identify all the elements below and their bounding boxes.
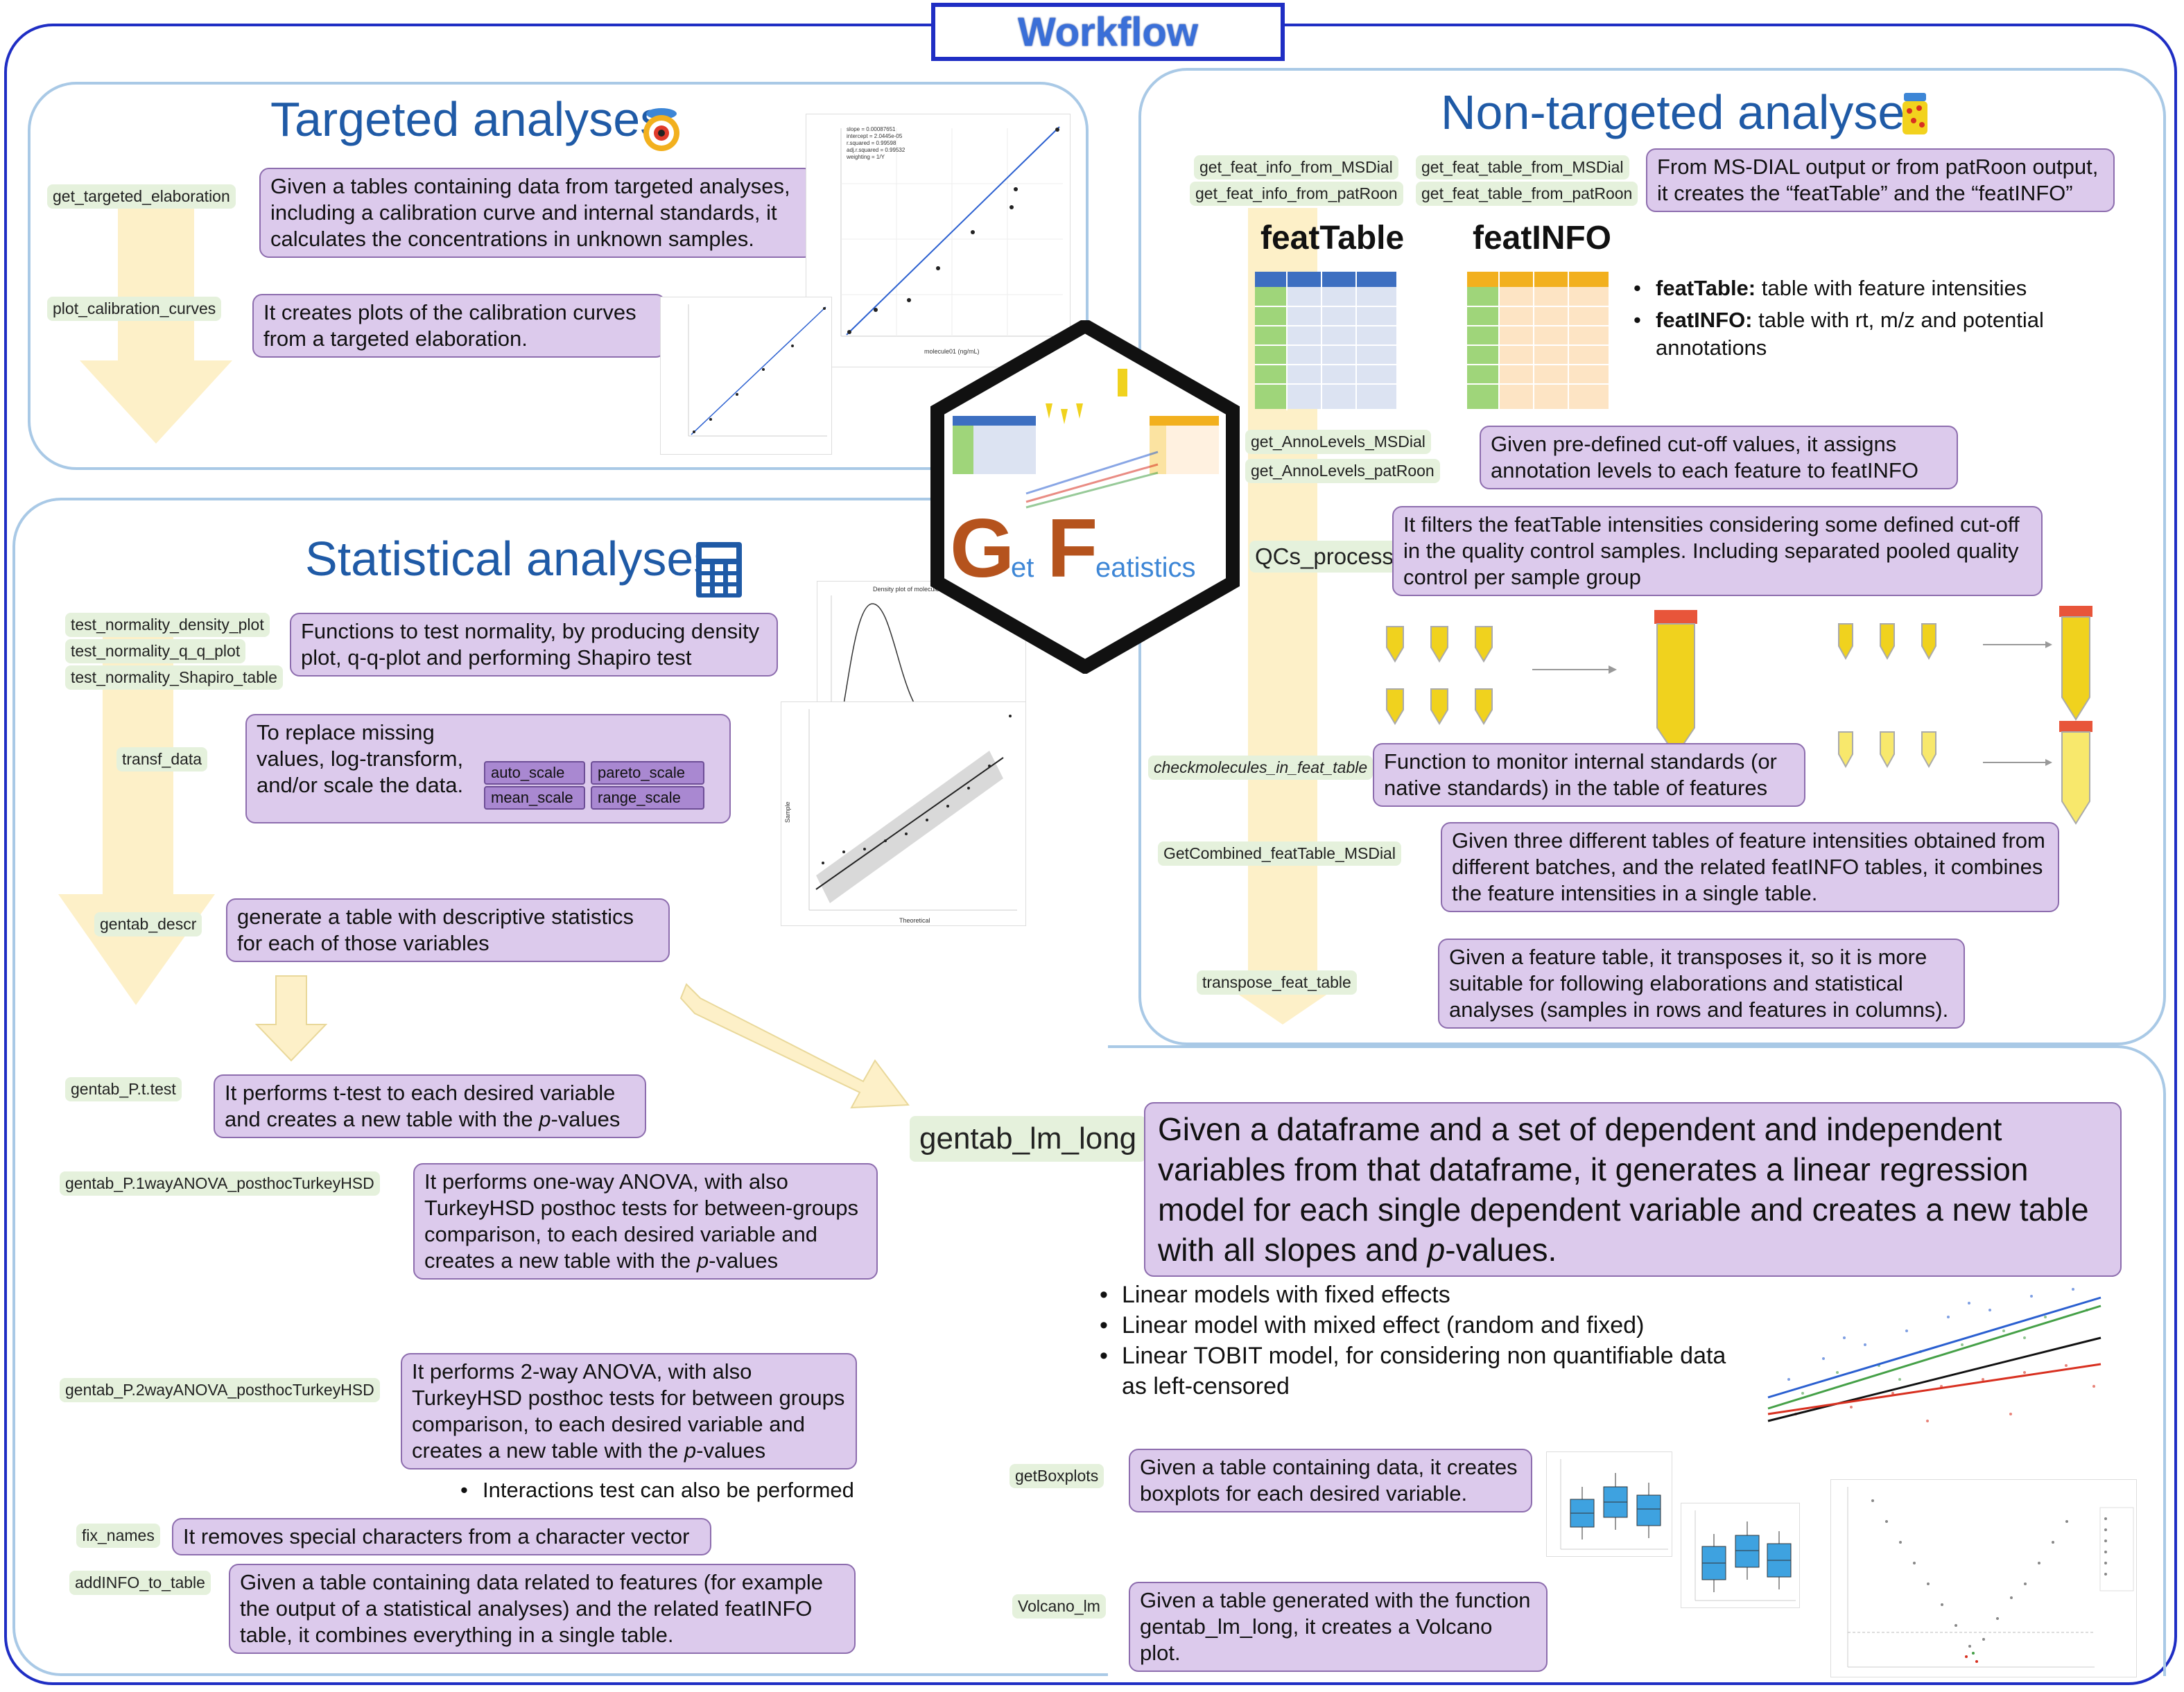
- fn-gentab-lm-long[interactable]: gentab_lm_long: [910, 1116, 1147, 1162]
- targeted-title: Targeted analyses: [270, 92, 665, 146]
- calibration-plot-small: [660, 297, 832, 455]
- fn-test-normality-q-q-plot[interactable]: test_normality_q_q_plot: [65, 639, 246, 663]
- cal-stat-2: r.squared = 0.99598: [847, 140, 896, 146]
- fn-gentab-p-1wayanova[interactable]: gentab_P.1wayANOVA_posthocTurkeyHSD: [60, 1171, 380, 1196]
- desc-gentab-p-t-test: It performs t-test to each desired varia…: [214, 1074, 646, 1138]
- desc-gentab-descr: generate a table with descriptive statis…: [226, 898, 670, 962]
- fn-qcs-process[interactable]: QCs_process: [1249, 541, 1399, 573]
- featinfo-illustration: [1467, 272, 1609, 410]
- fn-get-annolevels-msdial[interactable]: get_AnnoLevels_MSDial: [1245, 430, 1431, 454]
- diagonal-arrow: [679, 983, 910, 1109]
- fn-get-feat-info-from-patroon[interactable]: get_feat_info_from_patRoon: [1190, 182, 1403, 206]
- fn-fix-names[interactable]: fix_names: [76, 1524, 160, 1548]
- feattable-heading: featTable: [1260, 220, 1405, 256]
- fn-getcombined-feattable-msdial[interactable]: GetCombined_featTable_MSDial: [1158, 841, 1401, 866]
- getfeatistics-logo: G et F eatistics: [930, 320, 1240, 674]
- fn-get-targeted-elaboration[interactable]: get_targeted_elaboration: [47, 184, 236, 209]
- tag-pareto-scale[interactable]: pareto_scale: [591, 761, 704, 785]
- desc-transpose: Given a feature table, it transposes it,…: [1438, 939, 1965, 1029]
- logo-G: G: [950, 502, 1014, 595]
- featinfo-bullet: featINFO: table with rt, m/z and potenti…: [1629, 306, 2115, 362]
- featinfo-heading: featINFO: [1473, 220, 1612, 256]
- cal-stat-1: intercept = 2.0445e-05: [847, 133, 903, 139]
- feattable-illustration: [1255, 272, 1396, 410]
- calibration-plot-large: slope = 0.00087651 intercept = 2.0445e-0…: [806, 114, 1071, 367]
- fn-get-feat-table-from-msdial[interactable]: get_feat_table_from_MSDial: [1416, 155, 1629, 180]
- tag-mean-scale[interactable]: mean_scale: [484, 786, 585, 810]
- desc-getcombined: Given three different tables of feature …: [1441, 822, 2059, 912]
- qq-ylabel: Sample: [784, 801, 791, 823]
- lm-bullet-2: Linear model with mixed effect (random a…: [1095, 1310, 1754, 1341]
- desc-volcano-lm: Given a table generated with the functio…: [1129, 1582, 1548, 1672]
- boxplot-illustration-1: [1546, 1451, 1672, 1557]
- boxplot-illustration-2: [1681, 1503, 1800, 1608]
- desc-addinfo-to-table: Given a table containing data related to…: [229, 1564, 856, 1654]
- feattable-bullet: featTable: table with feature intensitie…: [1629, 274, 2115, 302]
- logo-eatistics: eatistics: [1095, 552, 1196, 583]
- fn-gentab-p-t-test[interactable]: gentab_P.t.test: [65, 1077, 182, 1101]
- statistical-title: Statistical analyses: [305, 532, 718, 586]
- workflow-title: Workflow: [931, 3, 1285, 61]
- fn-get-annolevels-patroon[interactable]: get_AnnoLevels_patRoon: [1245, 459, 1440, 483]
- lm-panel: [1108, 1045, 2166, 1676]
- logo-F: F: [1047, 502, 1098, 595]
- desc-gentab-p-2wayanova: It performs 2-way ANOVA, with also Turke…: [401, 1353, 857, 1469]
- cal-stat-0: slope = 0.00087651: [847, 126, 896, 132]
- desc-import: From MS-DIAL output or from patRoon outp…: [1646, 148, 2115, 212]
- transf-desc-text: To replace missing values, log-transform…: [257, 720, 464, 797]
- fn-gentab-p-2wayanova[interactable]: gentab_P.2wayANOVA_posthocTurkeyHSD: [60, 1378, 380, 1402]
- nontargeted-title: Non-targeted analyses: [1441, 85, 1930, 139]
- lm-scatter-illustration: [1767, 1288, 2101, 1422]
- fn-test-normality-shapiro-table[interactable]: test_normality_Shapiro_table: [65, 665, 283, 690]
- fn-transpose-feat-table[interactable]: transpose_feat_table: [1197, 970, 1357, 995]
- fn-addinfo-to-table[interactable]: addINFO_to_table: [69, 1571, 211, 1595]
- fn-transf-data[interactable]: transf_data: [116, 747, 208, 771]
- anova2-bullet: Interactions test can also be performed: [456, 1476, 886, 1504]
- vial-icon: [1903, 93, 1927, 134]
- target-icon: [643, 108, 679, 151]
- targeted-panel: [28, 82, 1089, 470]
- fn-get-feat-info-from-msdial[interactable]: get_feat_info_from_MSDial: [1194, 155, 1398, 180]
- fn-get-feat-table-from-patroon[interactable]: get_feat_table_from_patRoon: [1416, 182, 1638, 206]
- desc-annolevels: Given pre-defined cut-off values, it ass…: [1480, 426, 1958, 489]
- desc-normality: Functions to test normality, by producin…: [290, 613, 778, 677]
- desc-checkmolecules: Function to monitor internal standards (…: [1373, 743, 1805, 807]
- desc-gentab-lm-long: Given a dataframe and a set of dependent…: [1144, 1102, 2122, 1277]
- statistical-panel: [12, 498, 1108, 1676]
- desc-fix-names: It removes special characters from a cha…: [172, 1518, 711, 1555]
- cal-stat-3: adj.r.squared = 0.99532: [847, 147, 905, 153]
- density-title: Density plot of molecule01: [873, 586, 946, 593]
- desc-get-targeted-elaboration: Given a tables containing data from targ…: [259, 168, 814, 258]
- nontargeted-flow-arrow: [1213, 208, 1352, 1024]
- lm-bullets: Linear models with fixed effects Linear …: [1095, 1280, 1754, 1402]
- fn-getboxplots[interactable]: getBoxplots: [1009, 1464, 1104, 1488]
- fn-plot-calibration-curves[interactable]: plot_calibration_curves: [47, 297, 222, 321]
- tag-auto-scale[interactable]: auto_scale: [484, 761, 585, 785]
- calculator-icon: [696, 542, 742, 598]
- small-down-arrow: [254, 975, 328, 1062]
- logo-et: et: [1011, 552, 1034, 583]
- desc-qcs-process: It filters the featTable intensities con…: [1392, 506, 2043, 596]
- qq-xlabel: Theoretical: [899, 917, 930, 924]
- cal-stat-4: weighting = 1/Y: [846, 154, 885, 160]
- qc-tubes-illustration: [1386, 606, 2092, 825]
- fn-gentab-descr[interactable]: gentab_descr: [94, 912, 202, 936]
- desc-plot-calibration-curves: It creates plots of the calibration curv…: [252, 294, 666, 358]
- statistical-flow-arrow: [58, 624, 215, 1005]
- volcano-illustration: [1830, 1479, 2137, 1677]
- fn-volcano-lm[interactable]: Volcano_lm: [1012, 1594, 1106, 1619]
- cal-xlabel: molecule01 (ng/mL): [924, 348, 980, 355]
- tag-range-scale[interactable]: range_scale: [591, 786, 704, 810]
- desc-gentab-p-1wayanova: It performs one-way ANOVA, with also Tur…: [413, 1163, 878, 1280]
- lm-bullet-3: Linear TOBIT model, for considering non …: [1095, 1341, 1754, 1402]
- lm-bullet-1: Linear models with fixed effects: [1095, 1280, 1754, 1310]
- qq-plot: Theoretical Sample: [781, 701, 1026, 926]
- tube-group-1: [1386, 626, 1493, 725]
- fn-test-normality-density-plot[interactable]: test_normality_density_plot: [65, 613, 270, 637]
- feat-bullets: featTable: table with feature intensitie…: [1629, 274, 2115, 362]
- fn-checkmolecules-in-feat-table[interactable]: checkmolecules_in_feat_table: [1148, 756, 1373, 780]
- desc-getboxplots: Given a table containing data, it create…: [1129, 1449, 1532, 1512]
